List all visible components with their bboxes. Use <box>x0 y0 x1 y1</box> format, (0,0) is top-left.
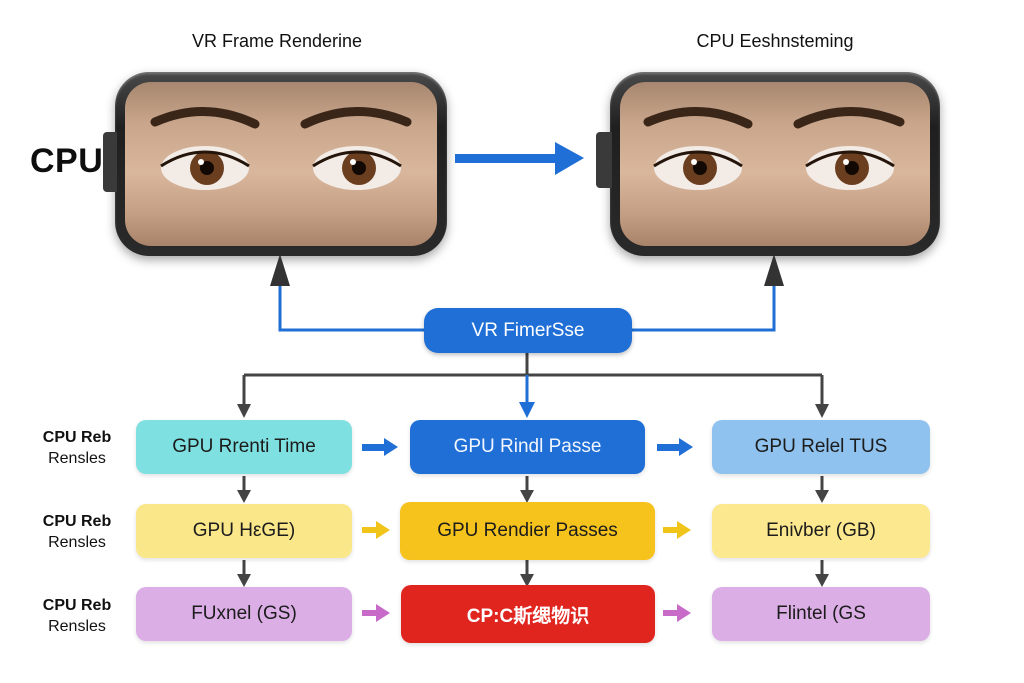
box-r3-c3: Flintel (GS <box>712 587 930 641</box>
row-label-2-line1: CPU Reb <box>42 513 112 530</box>
box-r3-c1: FUxnel (GS) <box>136 587 352 641</box>
center-pill: VR FimerSse <box>424 308 632 353</box>
headset-side-left <box>103 132 117 192</box>
box-r2-c3: Enivber (GB) <box>712 504 930 558</box>
branch-lines <box>237 352 829 418</box>
row-label-3: CPU Reb Rensles <box>22 595 132 637</box>
cpu-label: CPU <box>30 142 104 180</box>
box-r2-c1: GPU HεGE) <box>136 504 352 558</box>
row-label-1-line2: Rensles <box>48 450 106 467</box>
box-r1-c1: GPU Rrenti Time <box>136 420 352 474</box>
row-label-1-line1: CPU Reb <box>42 429 112 446</box>
headset-flow-arrow <box>455 142 584 175</box>
box-r1-c3: GPU Relel TUS <box>712 420 930 474</box>
title-left: VR Frame Renderine <box>191 31 363 51</box>
row-label-3-line2: Rensles <box>48 618 106 635</box>
box-r1-c2: GPU Rindl Passe <box>410 420 645 474</box>
row-label-2-line2: Rensles <box>48 534 106 551</box>
vr-headset-left-icon <box>115 72 447 256</box>
eyes-image-right <box>620 82 930 246</box>
box-r2-c2: GPU Rendier Passes <box>400 502 655 560</box>
eyes-image-left <box>125 82 437 246</box>
row-label-2: CPU Reb Rensles <box>22 511 132 553</box>
headset-side-right <box>596 132 612 188</box>
title-right: CPU Eeshnsteming <box>696 31 854 51</box>
row-label-3-line1: CPU Reb <box>42 597 112 614</box>
row-label-1: CPU Reb Rensles <box>22 427 132 469</box>
box-r3-c2: CP:C斯缌物识 <box>401 585 655 643</box>
vr-headset-right-icon <box>610 72 940 256</box>
